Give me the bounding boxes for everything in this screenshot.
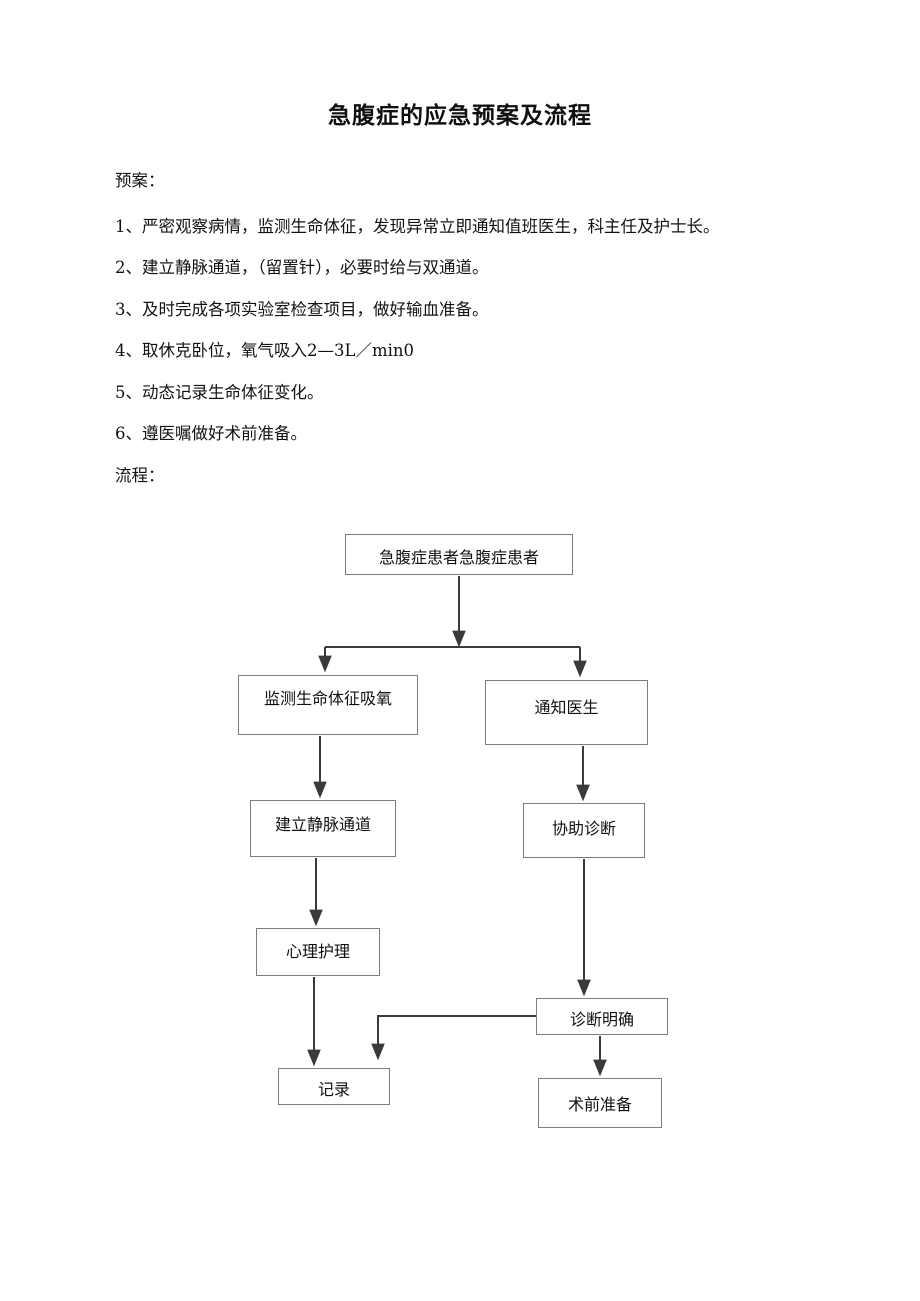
flow-node-assist-diagnosis[interactable]: 协助诊断 <box>523 803 645 858</box>
flow-node-diagnosis-confirmed[interactable]: 诊断明确 <box>536 998 668 1035</box>
flow-node-patient[interactable]: 急腹症患者急腹症患者 <box>345 534 573 575</box>
edge-split-bus <box>318 646 587 678</box>
flow-node-notify-doctor[interactable]: 通知医生 <box>485 680 648 745</box>
plan-item-2: 2、建立静脉通道，（留置针），必要时给与双通道。 <box>115 258 489 278</box>
flow-node-monitor-vitals-oxygen[interactable]: 监测生命体征吸氧 <box>238 675 418 735</box>
edge-diagnose-to-record <box>371 1015 536 1061</box>
plan-section-label: 预案： <box>115 171 165 190</box>
page-title: 急腹症的应急预案及流程 <box>328 102 592 129</box>
flow-node-record[interactable]: 记录 <box>278 1068 390 1105</box>
plan-item-3: 3、及时完成各项实验室检查项目，做好输血准备。 <box>115 299 489 319</box>
flow-node-psychological-care[interactable]: 心理护理 <box>256 928 380 976</box>
flow-node-preoperative-preparation[interactable]: 术前准备 <box>538 1078 662 1128</box>
plan-item-6: 6、遵医嘱做好术前准备。 <box>115 424 307 444</box>
plan-item-1: 1、严密观察病情，监测生命体征，发现异常立即通知值班医生，科主任及护士长。 <box>115 216 720 236</box>
plan-item-4: 4、取休克卧位，氧气吸入2—3L／min0 <box>115 341 414 361</box>
flow-node-establish-iv-access[interactable]: 建立静脉通道 <box>250 800 396 857</box>
plan-section: 预案： 1、严密观察病情，监测生命体征，发现异常立即通知值班医生，科主任及护士长… <box>115 168 775 489</box>
plan-item-5: 5、动态记录生命体征变化。 <box>115 382 324 402</box>
flow-section-label: 流程： <box>115 465 165 485</box>
